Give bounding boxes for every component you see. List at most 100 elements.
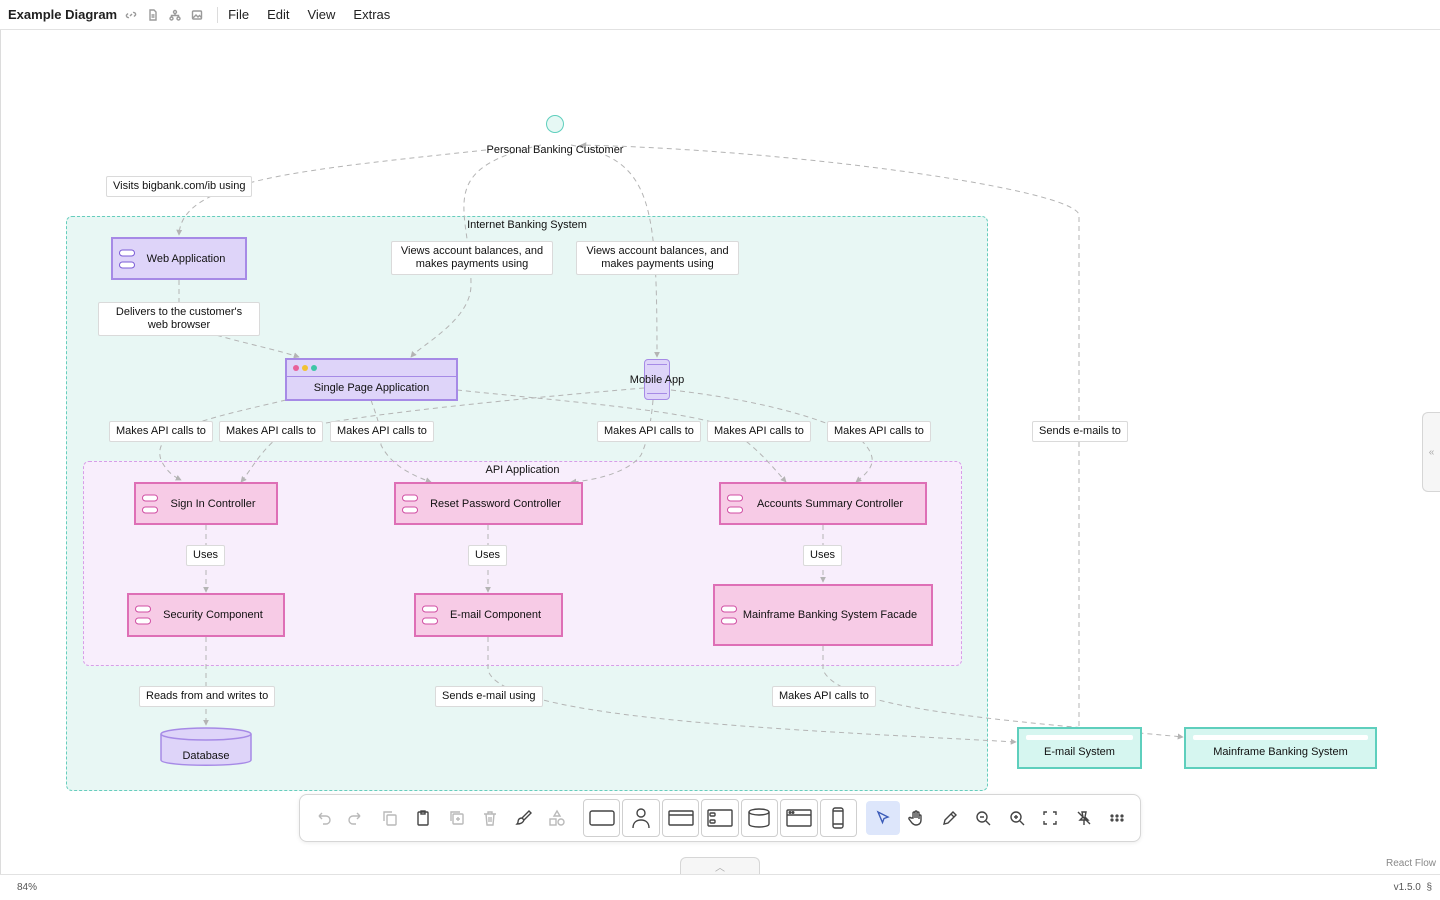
status-bar: 84% v1.5.0 § [0,874,1440,900]
edge-label[interactable]: Makes API calls to [330,421,434,442]
component-icon [119,249,137,268]
component-icon [721,605,739,625]
edge-label[interactable]: Uses [803,545,843,566]
component-icon [135,605,153,625]
node-mainframe-banking-system-facade[interactable]: Mainframe Banking System Facade [713,584,933,646]
node-label: Reset Password Controller [430,497,561,510]
toolbar-separator [217,6,219,23]
menu-edit[interactable]: Edit [267,7,290,22]
node-label: Accounts Summary Controller [756,497,904,510]
mobile-app-label: Mobile App [629,374,685,386]
node-label: Single Page Application [313,382,430,394]
browser-dots-icon [293,365,317,371]
hierarchy-icon[interactable] [167,7,183,23]
database-shape-icon [160,727,252,766]
pencil-icon[interactable] [933,801,967,835]
zoom-out-icon[interactable] [967,801,1001,835]
component-icon [727,494,745,513]
node-web-application[interactable]: Web Application [111,237,247,280]
rectangle-shape-button[interactable] [582,799,621,837]
edge-label[interactable]: Makes API calls to [707,421,811,442]
react-flow-attribution[interactable]: React Flow [1385,858,1436,869]
edge-label[interactable]: Sends e-mails to [1032,421,1128,442]
diagram-canvas[interactable]: Internet Banking System API Application [0,30,1440,874]
edge-label[interactable]: Visits bigbank.com/ib using [106,176,253,197]
node-label: Mainframe Banking System [1213,746,1348,758]
link-icon[interactable] [123,7,139,23]
edge-label[interactable]: Makes API calls to [597,421,701,442]
chevron-left-icon: « [1428,446,1435,458]
component-icon [422,605,440,625]
component-shape-button[interactable] [701,799,739,837]
menu-view[interactable]: View [307,7,336,22]
node-mobile-app[interactable] [644,359,670,400]
zoom-in-icon[interactable] [1000,801,1034,835]
duplicate-icon[interactable] [440,801,474,835]
node-accounts-summary-controller[interactable]: Accounts Summary Controller [719,482,927,525]
version-label: v1.5.0 [1393,882,1421,893]
node-database[interactable]: Database [160,727,252,767]
side-panel-toggle[interactable]: « [1422,412,1440,492]
delete-icon[interactable] [474,801,508,835]
file-icon[interactable] [145,7,161,23]
version-info: v1.5.0 § [1394,882,1432,893]
undo-icon[interactable] [306,801,340,835]
group-label: Internet Banking System [467,219,587,231]
edge-label[interactable]: Uses [468,545,508,566]
node-sign-in-controller[interactable]: Sign In Controller [134,482,278,525]
edge-label[interactable]: Reads from and writes to [139,686,276,707]
edge-label[interactable]: Views account balances, and makes paymen… [391,241,553,275]
browser-shape-button[interactable] [780,799,818,837]
brush-icon[interactable] [507,801,541,835]
document-title[interactable]: Example Diagram [8,7,118,22]
edge-label[interactable]: Sends e-mail using [435,686,543,707]
component-icon [402,494,420,513]
zoom-level: 84% [17,882,38,893]
edge-label[interactable]: Makes API calls to [109,421,213,442]
redo-icon[interactable] [340,801,374,835]
top-bar: Example Diagram File Edit View Extras [0,0,1440,30]
node-mainframe-banking-system[interactable]: Mainframe Banking System [1184,727,1377,769]
node-label: Database [182,750,230,762]
menu-file[interactable]: File [228,7,250,22]
edge-label[interactable]: Makes API calls to [219,421,323,442]
pan-icon[interactable] [900,801,934,835]
node-email-system[interactable]: E-mail System [1017,727,1142,769]
select-icon[interactable] [866,801,900,835]
edge-label[interactable]: Makes API calls to [827,421,931,442]
database-shape-button[interactable] [740,799,779,837]
bottom-panel-toggle[interactable]: ︿ [680,857,760,874]
edge-label[interactable]: Uses [186,545,226,566]
copy-icon[interactable] [373,801,407,835]
paste-icon[interactable] [407,801,441,835]
container-shape-button[interactable] [661,799,700,837]
edge-label[interactable]: Delivers to the customer's web browser [98,302,260,336]
person-label[interactable]: Personal Banking Customer [486,144,624,156]
fit-view-icon[interactable] [1034,801,1068,835]
snap-off-icon[interactable] [1067,801,1101,835]
more-icon[interactable] [1101,801,1135,835]
node-label: Security Component [163,609,263,621]
node-security-component[interactable]: Security Component [127,593,285,637]
node-label: E-mail Component [449,609,542,621]
person-icon[interactable] [546,115,564,133]
mobile-shape-button[interactable] [819,799,858,837]
edge-label[interactable]: Makes API calls to [772,686,876,707]
bottom-toolbar [299,794,1141,842]
chevron-up-icon: ︿ [715,862,725,874]
menu-extras[interactable]: Extras [353,7,391,22]
node-single-page-application[interactable]: Single Page Application [285,358,458,401]
node-label: Web Application [146,252,226,265]
node-label: Mainframe Banking System Facade [742,609,918,621]
component-icon [142,494,160,513]
node-email-component[interactable]: E-mail Component [414,593,563,637]
person-shape-button[interactable] [622,799,660,837]
shapes-icon[interactable] [541,801,575,835]
group-label: API Application [485,464,560,476]
image-icon[interactable] [189,7,205,23]
edge-label[interactable]: Views account balances, and makes paymen… [576,241,739,275]
node-reset-password-controller[interactable]: Reset Password Controller [394,482,583,525]
node-label: Sign In Controller [170,497,256,510]
node-label: E-mail System [1044,746,1115,758]
section-icon[interactable]: § [1426,882,1432,893]
